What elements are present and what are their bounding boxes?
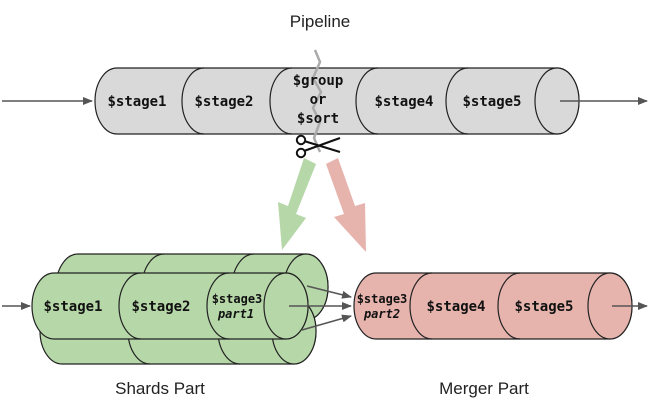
shards-stage3-label: $stage3 [212, 292, 263, 306]
pipeline-sort-label: $sort [297, 111, 339, 127]
pipeline-stage5-label: $stage5 [462, 94, 521, 110]
merger-caption: Merger Part [439, 379, 529, 398]
merger-stage5-label: $stage5 [514, 299, 573, 315]
shards-split-arrow [278, 158, 316, 250]
shards-stage2-label: $stage2 [131, 299, 190, 315]
pipeline-stage2-label: $stage2 [194, 94, 253, 110]
shards-caption: Shards Part [115, 379, 205, 398]
merger-split-arrow [326, 158, 366, 252]
pipeline-group-label: $group [293, 73, 344, 89]
merger-stage4-label: $stage4 [426, 299, 485, 315]
scissors-icon [295, 134, 341, 159]
merger-stage3-label: $stage3 [357, 292, 408, 306]
merger-stage3-part-label: part2 [363, 307, 400, 321]
pipeline-stage4-label: $stage4 [374, 94, 433, 110]
shard-to-merger-arrow-3 [301, 314, 352, 331]
cut-line [311, 49, 323, 153]
pipeline-or-label: or [310, 92, 327, 108]
shards-cylinder-front [31, 272, 309, 340]
pipeline-cylinder [94, 67, 580, 135]
pipeline-stage1-label: $stage1 [107, 94, 166, 110]
merger-cylinder [353, 272, 633, 340]
shard-to-merger-arrow-1 [306, 285, 352, 299]
diagram-title: Pipeline [290, 12, 351, 31]
shards-stage1-label: $stage1 [43, 299, 102, 315]
shards-stage3-part-label: part1 [217, 307, 254, 321]
